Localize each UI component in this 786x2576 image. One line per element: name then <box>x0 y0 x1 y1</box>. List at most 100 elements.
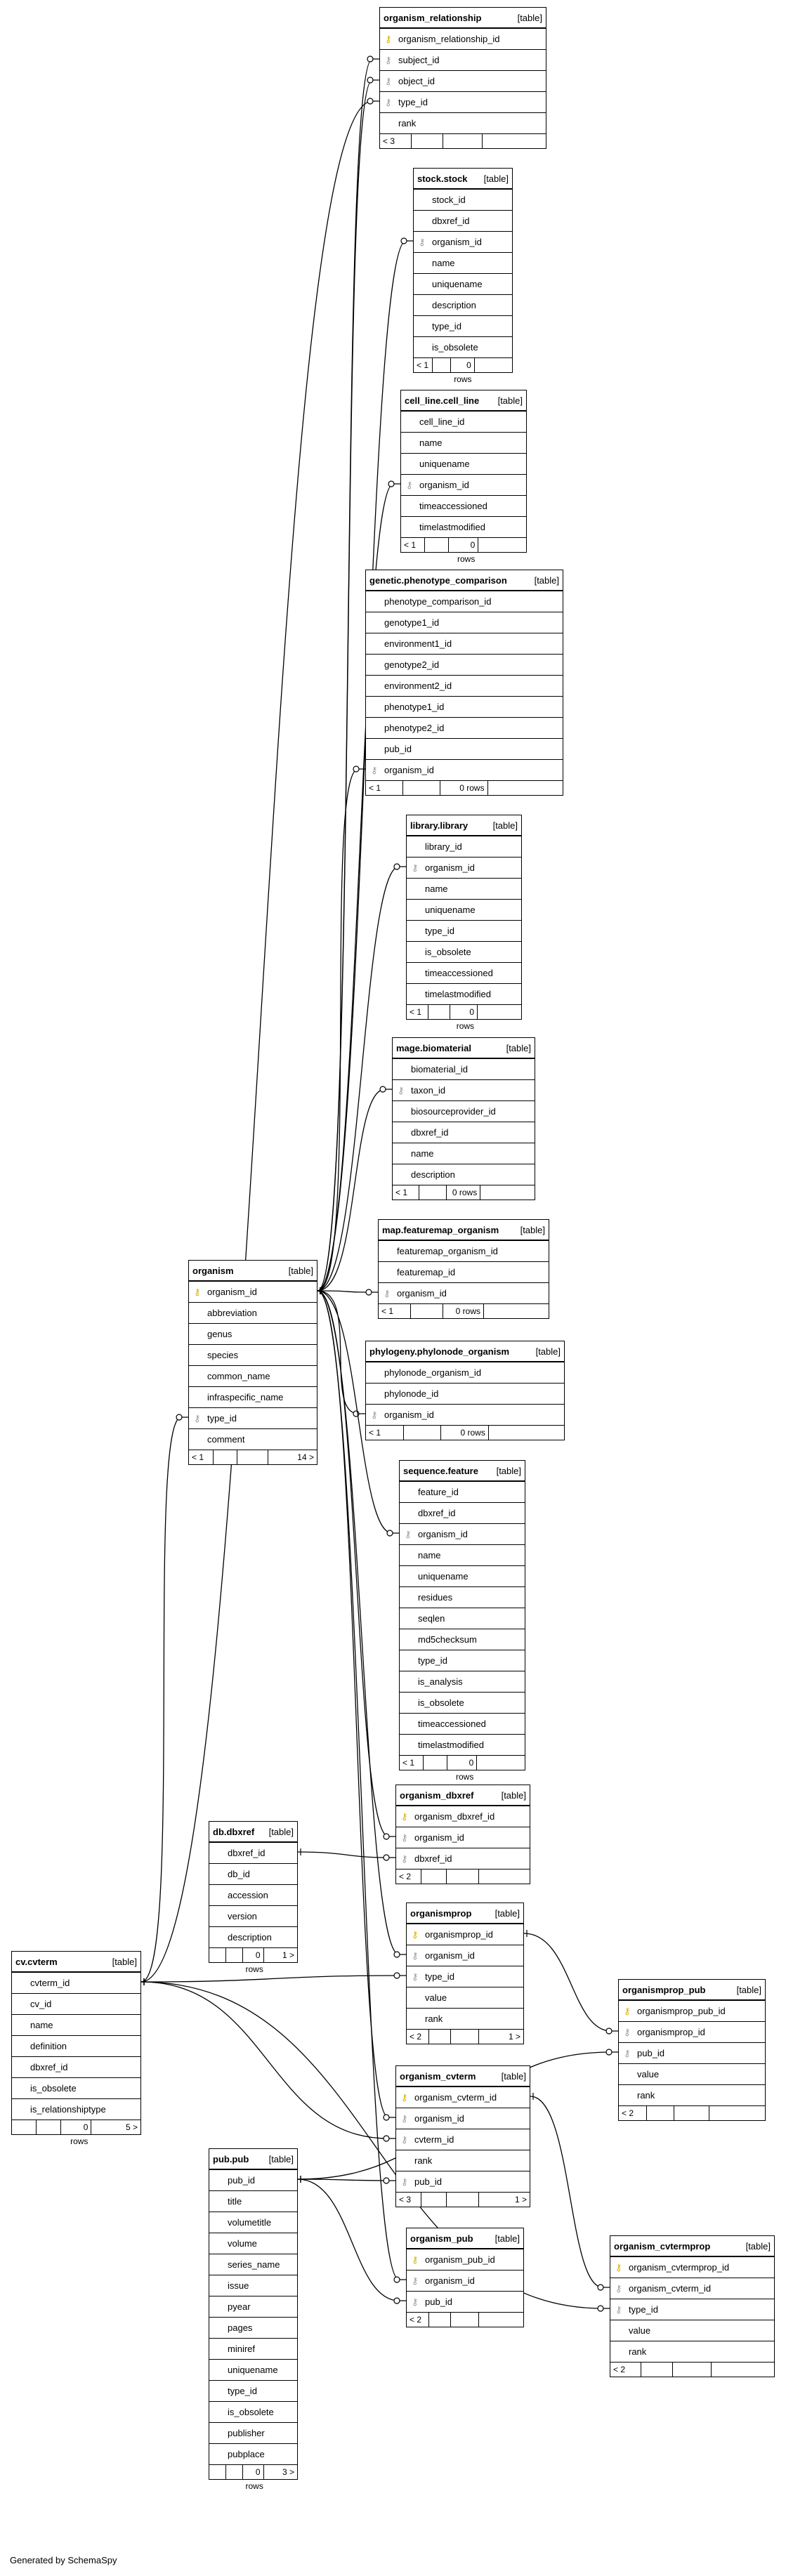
column-row[interactable]: value <box>407 1987 523 2009</box>
column-row[interactable]: seqlen <box>400 1608 525 1629</box>
table-organism-pub[interactable]: organism_pub[table]⚷organism_pub_id⚷orga… <box>406 2228 524 2327</box>
column-row[interactable]: ⚷organism_dbxref_id <box>396 1806 530 1827</box>
column-row[interactable]: pages <box>209 2318 297 2339</box>
column-row[interactable]: title <box>209 2191 297 2212</box>
column-row[interactable]: name <box>393 1143 535 1164</box>
table-name[interactable]: cell_line.cell_line <box>405 395 480 406</box>
column-row[interactable]: description <box>209 1927 297 1948</box>
footer-cell[interactable]: < 1 <box>414 358 433 372</box>
column-row[interactable]: feature_id <box>400 1482 525 1503</box>
footer-cell[interactable]: 1 > <box>508 2032 520 2042</box>
footer-cell[interactable]: 1 > <box>282 1950 294 1960</box>
column-row[interactable]: ⚷cvterm_id <box>396 2129 530 2150</box>
column-row[interactable]: rank <box>380 113 546 134</box>
column-row[interactable]: stock_id <box>414 190 512 211</box>
footer-cell[interactable] <box>712 2363 774 2377</box>
column-row[interactable]: type_id <box>209 2381 297 2402</box>
column-row[interactable]: miniref <box>209 2339 297 2360</box>
column-row[interactable]: environment2_id <box>366 676 563 697</box>
table-name[interactable]: organismprop_pub <box>622 1984 706 1995</box>
table-organismprop-pub[interactable]: organismprop_pub[table]⚷organismprop_pub… <box>618 1979 766 2121</box>
column-row[interactable]: name <box>414 253 512 274</box>
column-row[interactable]: is_obsolete <box>414 337 512 358</box>
column-row[interactable]: ⚷organism_id <box>407 2271 523 2292</box>
column-row[interactable]: common_name <box>189 1366 317 1387</box>
column-row[interactable]: name <box>407 879 521 900</box>
table-organism-cvtermprop[interactable]: organism_cvtermprop[table]⚷organism_cvte… <box>610 2235 775 2377</box>
footer-cell[interactable] <box>488 781 563 795</box>
column-row[interactable]: uniquename <box>209 2360 297 2381</box>
footer-cell[interactable]: < 3 <box>380 134 412 148</box>
column-row[interactable]: ⚷type_id <box>407 1966 523 1987</box>
column-row[interactable]: timeaccessioned <box>400 1714 525 1735</box>
column-row[interactable]: ⚷pub_id <box>396 2171 530 2193</box>
column-row[interactable]: name <box>401 433 526 454</box>
column-row[interactable]: ⚷organism_id <box>414 232 512 253</box>
table-biomaterial[interactable]: mage.biomaterial[table]biomaterial_id⚷ta… <box>392 1037 535 1200</box>
table-organismprop[interactable]: organismprop[table]⚷organismprop_id⚷orga… <box>406 1903 524 2044</box>
footer-cell[interactable] <box>480 1185 535 1200</box>
column-row[interactable]: timelastmodified <box>400 1735 525 1756</box>
table-name[interactable]: genetic.phenotype_comparison <box>369 574 507 586</box>
footer-cell[interactable]: < 2 <box>407 2030 429 2044</box>
footer-cell[interactable]: < 2 <box>610 2363 642 2377</box>
column-row[interactable]: ⚷organism_id <box>407 857 521 879</box>
column-row[interactable]: ⚷organism_id <box>407 1945 523 1966</box>
column-row[interactable]: ⚷object_id <box>380 71 546 92</box>
footer-cell[interactable] <box>478 1005 521 1019</box>
column-row[interactable]: ⚷organism_cvtermprop_id <box>610 2257 774 2278</box>
table-name[interactable]: library.library <box>410 820 469 831</box>
column-row[interactable]: dbxref_id <box>414 211 512 232</box>
column-row[interactable]: is_obsolete <box>407 942 521 963</box>
column-row[interactable]: phylonode_id <box>366 1384 564 1405</box>
table-name[interactable]: organism_pub <box>410 2233 473 2244</box>
table-library[interactable]: library.library[table]library_id⚷organis… <box>406 815 522 1031</box>
table-name[interactable]: mage.biomaterial <box>396 1042 471 1053</box>
column-row[interactable]: ⚷organismprop_id <box>407 1924 523 1945</box>
table-name[interactable]: sequence.feature <box>403 1465 478 1476</box>
table-name[interactable]: pub.pub <box>213 2153 249 2164</box>
column-row[interactable]: rank <box>407 2009 523 2030</box>
footer-cell[interactable]: < 1 <box>393 1185 420 1200</box>
table-name[interactable]: stock.stock <box>417 173 468 184</box>
column-row[interactable]: ⚷organism_id <box>189 1282 317 1303</box>
column-row[interactable]: timeaccessioned <box>401 496 526 517</box>
column-row[interactable]: description <box>393 1164 535 1185</box>
table-name[interactable]: organism_relationship <box>384 12 482 23</box>
column-row[interactable]: is_relationshiptype <box>12 2099 140 2120</box>
table-name[interactable]: db.dbxref <box>213 1826 255 1837</box>
footer-cell[interactable] <box>489 1426 564 1440</box>
column-row[interactable]: cell_line_id <box>401 412 526 433</box>
footer-cell[interactable]: < 1 <box>189 1450 214 1464</box>
table-organism-dbxref[interactable]: organism_dbxref[table]⚷organism_dbxref_i… <box>395 1785 530 1884</box>
footer-cell[interactable]: < 1 <box>401 538 425 552</box>
column-row[interactable]: name <box>400 1545 525 1566</box>
footer-cell[interactable] <box>709 2106 765 2120</box>
column-row[interactable]: residues <box>400 1587 525 1608</box>
column-row[interactable]: ⚷organism_id <box>379 1283 549 1304</box>
footer-cell[interactable] <box>484 1304 549 1318</box>
table-name[interactable]: organismprop <box>410 1907 472 1919</box>
column-row[interactable]: ⚷type_id <box>380 92 546 113</box>
footer-cell[interactable]: < 2 <box>619 2106 647 2120</box>
column-row[interactable]: version <box>209 1906 297 1927</box>
column-row[interactable]: rank <box>610 2341 774 2363</box>
column-row[interactable]: phylonode_organism_id <box>366 1362 564 1384</box>
column-row[interactable]: timeaccessioned <box>407 963 521 984</box>
footer-cell[interactable] <box>478 538 526 552</box>
column-row[interactable]: ⚷organism_cvterm_id <box>610 2278 774 2299</box>
column-row[interactable]: ⚷taxon_id <box>393 1080 535 1101</box>
column-row[interactable]: ⚷organism_id <box>396 2108 530 2129</box>
column-row[interactable]: pubplace <box>209 2444 297 2465</box>
column-row[interactable]: phenotype_comparison_id <box>366 591 563 612</box>
column-row[interactable]: ⚷organism_cvterm_id <box>396 2087 530 2108</box>
column-row[interactable]: accession <box>209 1885 297 1906</box>
column-row[interactable]: genotype1_id <box>366 612 563 633</box>
footer-cell[interactable]: 3 > <box>282 2467 294 2477</box>
column-row[interactable]: featuremap_id <box>379 1262 549 1283</box>
column-row[interactable]: type_id <box>407 921 521 942</box>
